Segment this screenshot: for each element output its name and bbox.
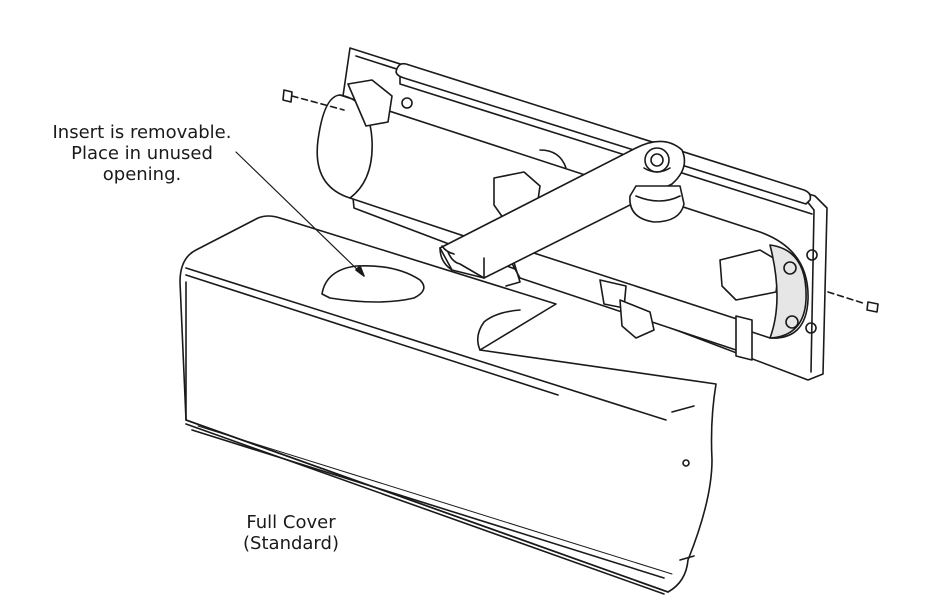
insert-callout-line-2: Place in unused — [71, 143, 213, 164]
full-cover — [179, 215, 717, 595]
insert-callout-line-3: opening. — [102, 164, 182, 185]
screw-left — [282, 89, 345, 111]
cover-callout-line-1: Full Cover — [246, 512, 336, 533]
insert-callout: Insert is removable. Place in unused ope… — [40, 122, 244, 185]
arm — [439, 140, 686, 279]
cover-callout: Full Cover (Standard) — [226, 512, 356, 554]
cover-insert — [321, 264, 425, 303]
cover-callout-line-2: (Standard) — [243, 533, 339, 554]
insert-callout-line-1: Insert is removable. — [52, 122, 232, 143]
pinion-nut — [629, 147, 685, 223]
screw-right — [827, 291, 879, 313]
insert-leader-line — [235, 151, 365, 277]
